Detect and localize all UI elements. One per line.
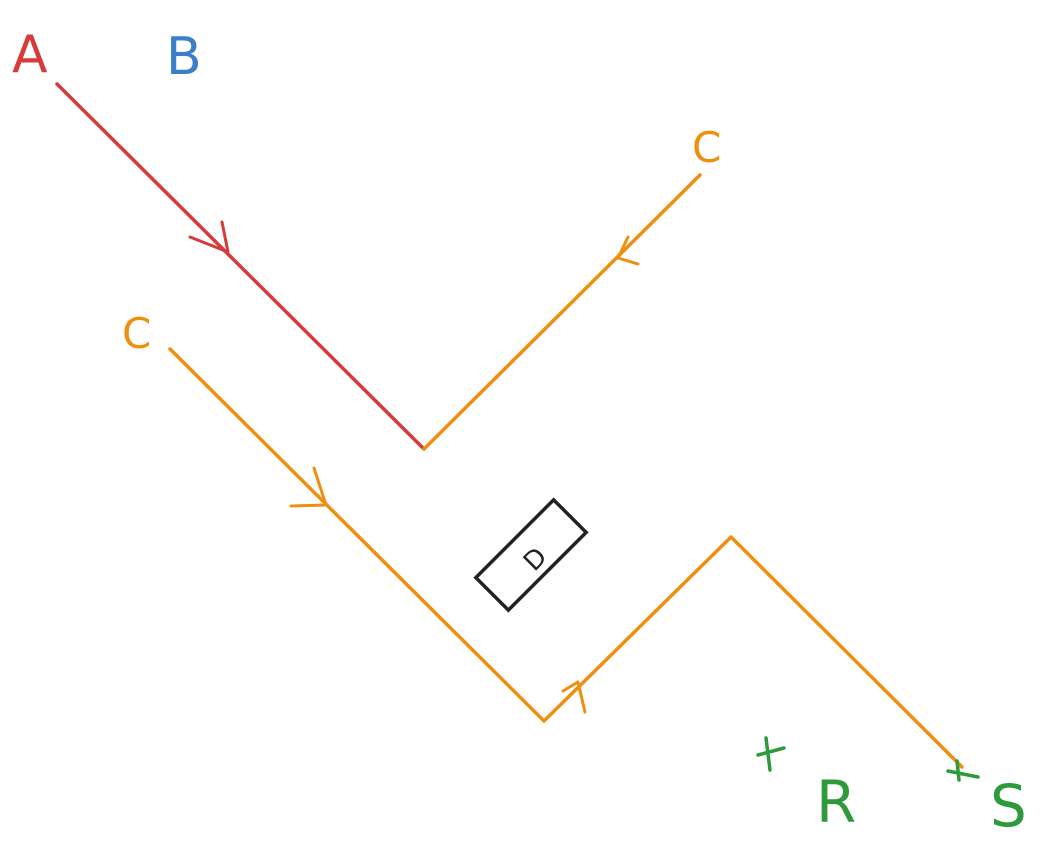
element-d: D (473, 497, 589, 613)
ray-c-upper-arrow-icon (616, 235, 640, 266)
cross-marker-icon (756, 736, 786, 772)
ray-a (55, 82, 426, 451)
ray-c-upper (422, 173, 702, 451)
label-c-top: C (692, 123, 721, 172)
label-a: A (12, 25, 48, 85)
ray-c-lower-arrow-2-icon (561, 680, 587, 714)
label-r: R (816, 768, 856, 836)
label-c-left: C (122, 309, 151, 358)
point-r: R (756, 736, 856, 836)
ray-c-lower-arrow-1-icon (289, 466, 328, 508)
label-b: B (166, 27, 202, 87)
cross-marker-icon (946, 759, 980, 782)
ray-c-lower (168, 347, 964, 769)
label-s: S (990, 772, 1027, 840)
point-s: S (946, 759, 1027, 840)
ray-a-arrow-icon (188, 220, 230, 254)
element-d-box (473, 497, 589, 613)
